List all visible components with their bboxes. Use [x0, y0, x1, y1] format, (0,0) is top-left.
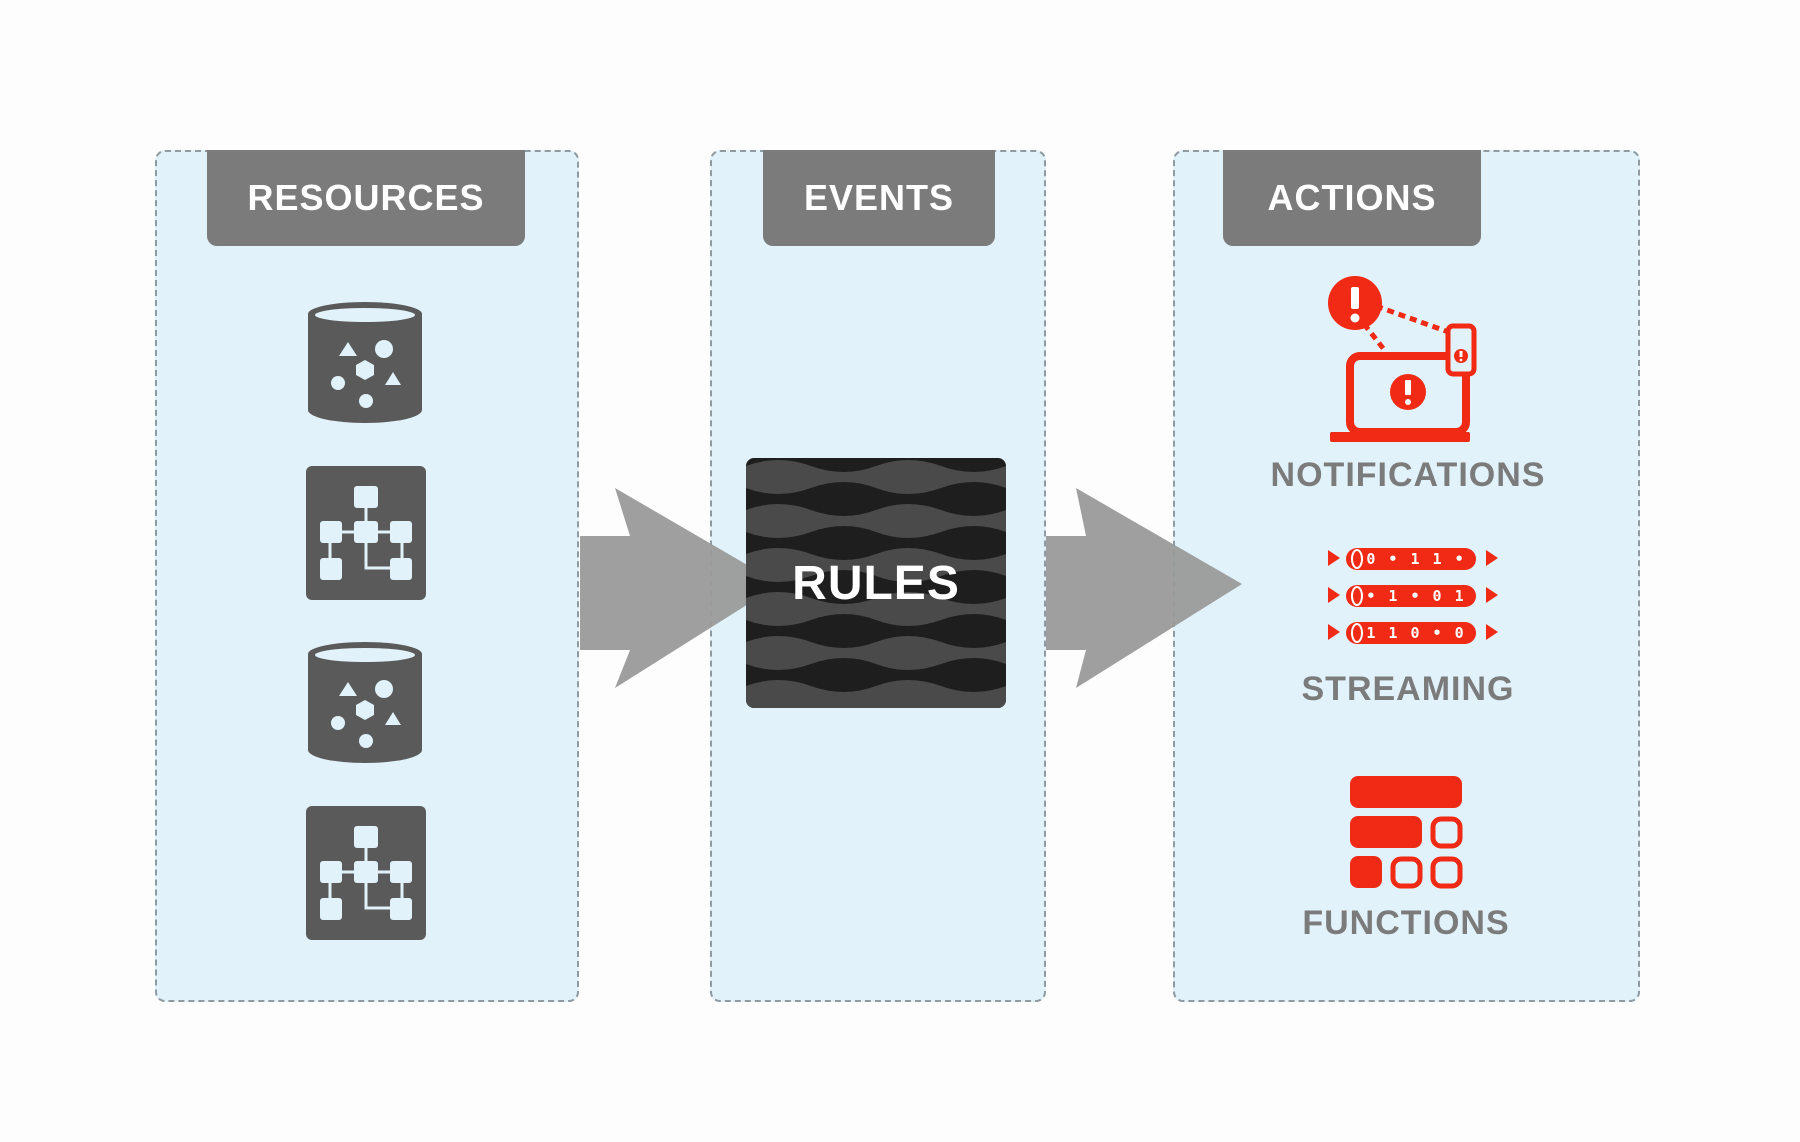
stream-row-3: 1 1 0 • 0: [1366, 624, 1465, 642]
notification-devices-icon: [1328, 276, 1477, 442]
rules-label: RULES: [792, 556, 960, 610]
streaming-label: STREAMING: [1301, 670, 1515, 708]
actions-title: ACTIONS: [1267, 177, 1437, 218]
rules-box: RULES: [746, 458, 1006, 708]
database-icon: [308, 302, 422, 423]
flowchart-icon: [306, 466, 426, 600]
stream-row-2: • 1 • 0 1: [1366, 587, 1465, 605]
stream-row-1: 0 • 1 1 •: [1366, 550, 1465, 568]
database-icon: [308, 642, 422, 763]
flow-arrow-resources-to-events: [580, 488, 780, 688]
flow-arrow-events-to-actions: [1046, 488, 1242, 688]
data-stream-icon: 0 • 1 1 • • 1 • 0 1 1 1 0 • 0: [1328, 548, 1498, 644]
events-tab: EVENTS: [763, 150, 995, 246]
resources-tab: RESOURCES: [207, 150, 525, 246]
notifications-label: NOTIFICATIONS: [1270, 456, 1546, 494]
events-title: EVENTS: [803, 177, 955, 218]
resources-title: RESOURCES: [247, 177, 485, 218]
actions-panel: ACTIONS: [1173, 150, 1640, 1002]
functions-label: FUNCTIONS: [1302, 904, 1510, 942]
functions-blocks-icon: [1350, 776, 1463, 889]
flowchart-icon: [306, 806, 426, 940]
actions-tab: ACTIONS: [1223, 150, 1481, 246]
wave-pattern: [746, 460, 1006, 708]
